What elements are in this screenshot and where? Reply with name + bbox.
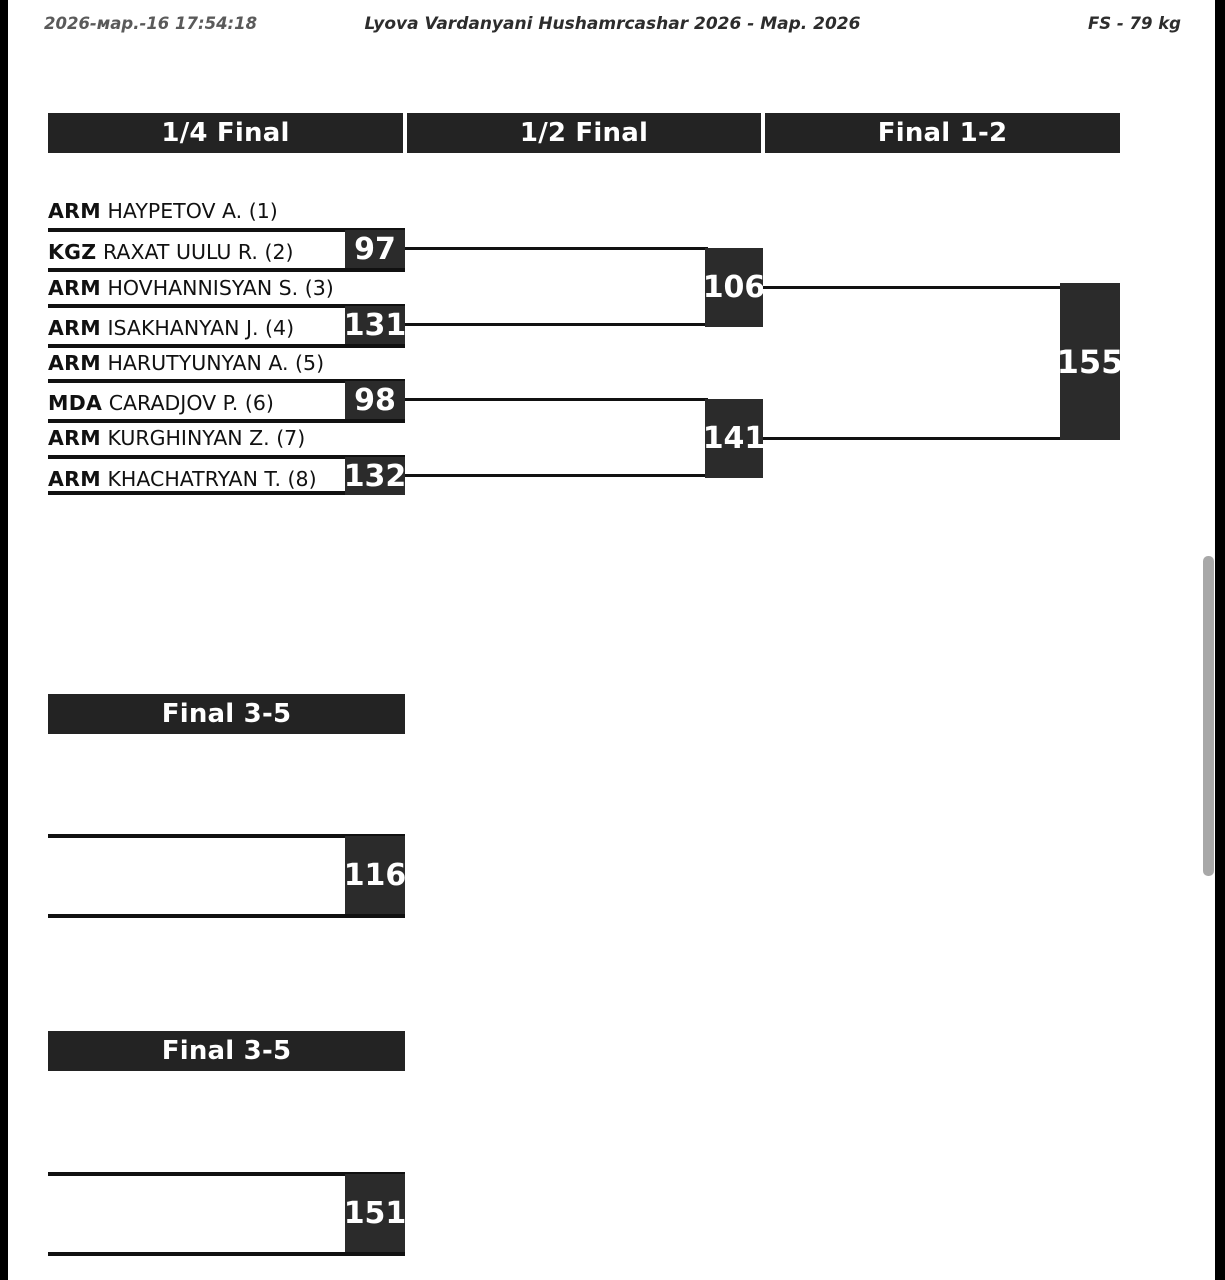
consolation-rule-top-2	[48, 1172, 405, 1176]
round-header-final: Final 1-2	[765, 113, 1120, 153]
bout-box-97[interactable]: 97	[345, 230, 405, 268]
bout-box-141[interactable]: 141	[703, 399, 765, 478]
bout-box-132[interactable]: 132	[343, 457, 407, 495]
round-header-semifinal: 1/2 Final	[407, 113, 761, 153]
connector-97-to-106	[405, 247, 707, 250]
bout-box-131[interactable]: 131	[343, 306, 407, 344]
bout-box-155[interactable]: 155	[1057, 283, 1123, 440]
pairing-rule-bottom-3	[48, 419, 405, 423]
timestamp-label: 2026-мар.-16 17:54:18	[44, 14, 258, 33]
weight-category-label: FS - 79 kg	[1088, 14, 1181, 33]
athlete-noc: ARM	[48, 467, 101, 491]
athlete-row-8[interactable]: ARM KHACHATRYAN T. (8)	[48, 464, 317, 494]
athlete-noc: MDA	[48, 391, 103, 415]
pairing-rule-top-2	[48, 304, 405, 308]
tournament-title: Lyova Vardanyani Hushamrcashar 2026 - Ma…	[364, 14, 861, 34]
connector-141-to-155	[763, 437, 1062, 440]
athlete-name: CARADJOV P. (6)	[108, 391, 274, 415]
athlete-row-6[interactable]: MDA CARADJOV P. (6)	[48, 388, 274, 418]
consolation-rule-bottom-2	[48, 1252, 405, 1256]
connector-132-to-141	[405, 474, 707, 477]
athlete-noc: ARM	[48, 316, 101, 340]
round-header-quarterfinal: 1/4 Final	[48, 113, 403, 153]
athlete-noc: KGZ	[48, 240, 97, 264]
round-header-final-3-5-second: Final 3-5	[48, 1031, 405, 1071]
athlete-name: HOVHANNISYAN S. (3)	[107, 276, 334, 300]
bout-box-98[interactable]: 98	[345, 381, 405, 419]
consolation-rule-bottom-1	[48, 914, 405, 918]
pairing-rule-bottom-2	[48, 344, 405, 348]
athlete-row-7[interactable]: ARM KURGHINYAN Z. (7)	[48, 423, 305, 453]
consolation-rule-top-1	[48, 834, 405, 838]
athlete-noc: ARM	[48, 426, 101, 450]
athlete-row-1[interactable]: ARM HAYPETOV A. (1)	[48, 196, 278, 226]
scrollbar-thumb[interactable]	[1203, 556, 1214, 876]
athlete-name: HARUTYUNYAN A. (5)	[107, 351, 325, 375]
pairing-rule-top-3	[48, 379, 405, 383]
connector-106-to-155	[763, 286, 1062, 289]
athlete-name: RAXAT UULU R. (2)	[103, 240, 294, 264]
pairing-rule-top-4	[48, 455, 405, 459]
athlete-noc: ARM	[48, 199, 101, 223]
pairing-rule-bottom-4	[48, 491, 405, 495]
page-gutter-left	[0, 0, 8, 1280]
connector-98-to-141	[405, 398, 707, 401]
round-header-final-3-5-first: Final 3-5	[48, 694, 405, 734]
athlete-noc: ARM	[48, 276, 101, 300]
athlete-row-2[interactable]: KGZ RAXAT UULU R. (2)	[48, 237, 293, 267]
bout-box-151[interactable]: 151	[344, 1174, 406, 1252]
athlete-name: HAYPETOV A. (1)	[107, 199, 278, 223]
athlete-name: KHACHATRYAN T. (8)	[107, 467, 317, 491]
athlete-row-3[interactable]: ARM HOVHANNISYAN S. (3)	[48, 273, 334, 303]
athlete-row-5[interactable]: ARM HARUTYUNYAN A. (5)	[48, 348, 324, 378]
connector-131-to-106	[405, 323, 707, 326]
athlete-row-4[interactable]: ARM ISAKHANYAN J. (4)	[48, 313, 294, 343]
pairing-rule-bottom-1	[48, 268, 405, 272]
athlete-name: ISAKHANYAN J. (4)	[107, 316, 295, 340]
pairing-rule-top-1	[48, 228, 405, 232]
page-gutter-right	[1215, 0, 1225, 1280]
bout-box-116[interactable]: 116	[344, 836, 406, 914]
athlete-name: KURGHINYAN Z. (7)	[107, 426, 306, 450]
bout-box-106[interactable]: 106	[703, 248, 765, 327]
athlete-noc: ARM	[48, 351, 101, 375]
